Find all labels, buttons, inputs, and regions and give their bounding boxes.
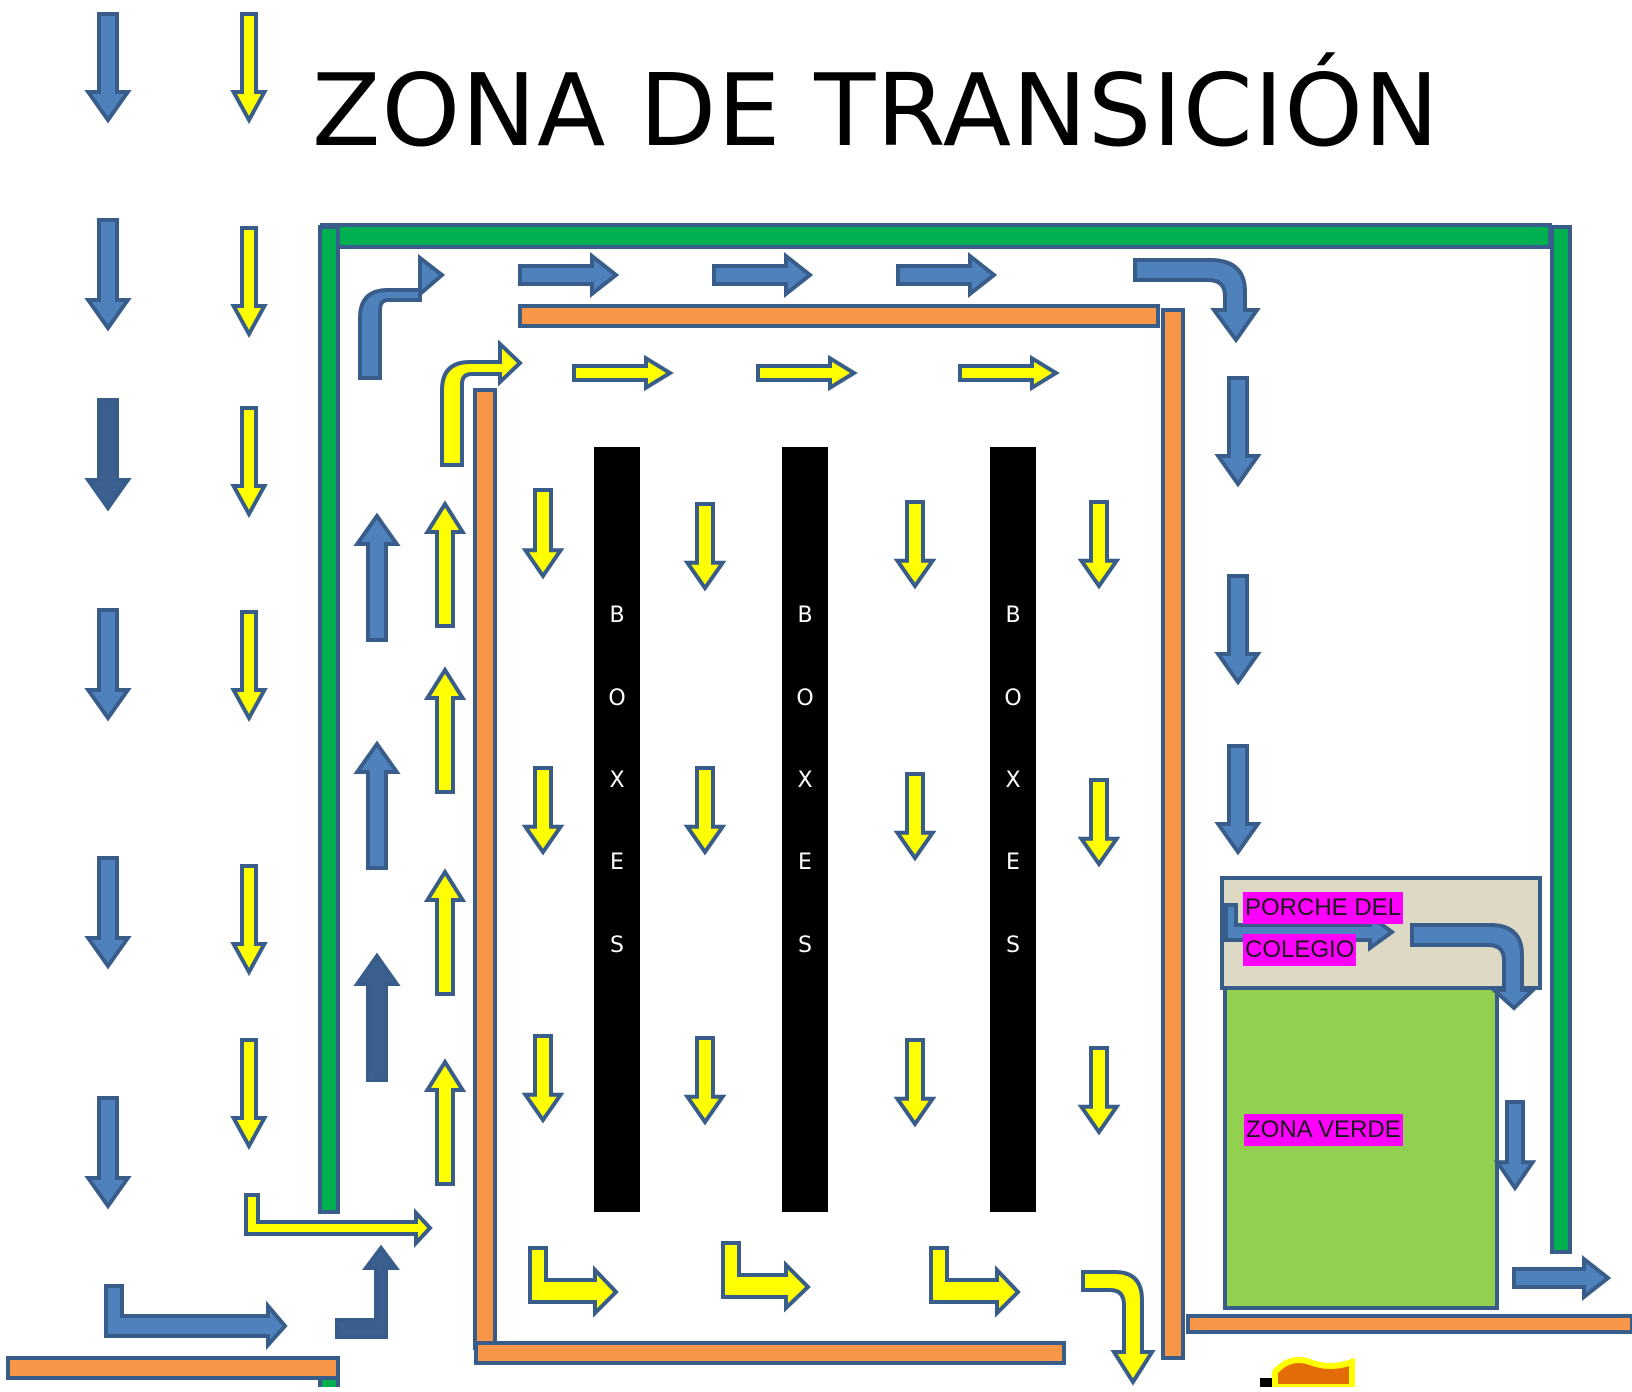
boxes-letter: B [797, 603, 813, 628]
arrow-down-yellow [1077, 500, 1121, 590]
boxes-letter: E [610, 850, 624, 875]
arrow-down-blue [84, 608, 132, 722]
arrow-down-yellow [683, 1036, 727, 1126]
arrow-down-yellow [230, 1038, 268, 1151]
arrow-down-yellow [521, 1034, 565, 1124]
turn-arrow-blue-right-up [335, 1244, 400, 1339]
arrow-up-blue [353, 512, 401, 642]
arrow-up-yellow [423, 868, 467, 996]
arrow-down-yellow [230, 12, 268, 125]
turn-arrow-yellow-down-right-2 [528, 1246, 619, 1318]
arrow-right-blue [1512, 1254, 1612, 1302]
bottom-black-mark [1260, 1378, 1276, 1387]
turn-arrow-blue-right-down [1133, 258, 1261, 344]
green-zone-area [1223, 986, 1499, 1310]
arrow-up-blue [353, 952, 401, 1082]
boxes-column-3 [990, 447, 1036, 1212]
arrow-down-blue [1493, 1100, 1537, 1192]
arrow-down-blue [84, 218, 132, 332]
turn-arrow-blue-down-right [104, 1284, 288, 1351]
orange-wall-bottom-left [6, 1356, 340, 1380]
green-wall-left [318, 225, 340, 1214]
turn-arrow-yellow-down-right-3 [721, 1241, 811, 1313]
orange-wall-inner-top [518, 304, 1160, 328]
arrow-down-yellow [521, 766, 565, 856]
page-title: ZONA DE TRANSICIÓN [312, 52, 1440, 169]
arrow-up-blue [353, 740, 401, 870]
boxes-letter: S [1006, 933, 1020, 958]
arrow-down-yellow [230, 864, 268, 977]
boxes-letter: S [610, 933, 624, 958]
green-wall-right [1550, 225, 1572, 1254]
arrow-down-yellow [230, 406, 268, 519]
arrow-down-yellow [1077, 1046, 1121, 1136]
porche-label-line2: COLEGIO [1243, 934, 1357, 966]
boxes-letter: B [609, 603, 625, 628]
turn-arrow-yellow-up-right [440, 339, 523, 467]
green-wall-top [320, 223, 1552, 249]
arrow-down-yellow [683, 502, 727, 592]
arrow-right-yellow [958, 354, 1060, 392]
boxes-letter: B [1005, 603, 1021, 628]
porche-label-line1: PORCHE DEL [1243, 892, 1404, 924]
orange-wall-inner-left [473, 388, 497, 1350]
arrow-right-blue [518, 251, 620, 299]
arrow-up-yellow [423, 500, 467, 628]
arrow-down-blue [1214, 744, 1262, 856]
boxes-letter: O [1004, 686, 1022, 711]
porche-turn-arrow-right-down [1410, 923, 1539, 1011]
boxes-letter: E [1006, 850, 1020, 875]
turn-arrow-yellow-down-right-4 [929, 1246, 1021, 1318]
arrow-down-yellow [893, 500, 937, 590]
arrow-down-yellow [893, 772, 937, 862]
boxes-column-2 [782, 447, 828, 1212]
boxes-letter: X [797, 768, 813, 793]
turn-arrow-blue-up-right [358, 253, 446, 380]
orange-wall-inner-right [1161, 308, 1185, 1360]
arrow-down-yellow [1077, 778, 1121, 868]
arrow-down-yellow [230, 226, 268, 339]
walls [6, 223, 1632, 1392]
orange-wall-bottom-right [1186, 1314, 1632, 1334]
boxes-letter: E [798, 850, 812, 875]
arrow-down-yellow [683, 766, 727, 856]
arrow-down-blue [1214, 376, 1262, 488]
arrow-right-yellow [572, 354, 674, 392]
boxes-letter: X [1005, 768, 1021, 793]
arrow-right-blue [896, 251, 998, 299]
arrow-right-yellow [756, 354, 858, 392]
boxes-letter: O [796, 686, 814, 711]
arrow-up-yellow [423, 1058, 467, 1186]
orange-wall-inner-bottom [474, 1341, 1066, 1365]
arrow-down-yellow [521, 488, 565, 580]
arrow-down-blue [1214, 574, 1262, 686]
bottom-orange-shape [1272, 1357, 1355, 1390]
turn-arrow-yellow-right-down [1081, 1270, 1156, 1386]
boxes-letter: O [608, 686, 626, 711]
arrow-down-blue [84, 12, 132, 124]
turn-arrow-yellow-down-right-1 [244, 1193, 433, 1249]
boxes-letter: X [609, 768, 625, 793]
arrow-right-blue [712, 251, 814, 299]
boxes-column-1 [594, 447, 640, 1212]
flow-arrows [84, 12, 1612, 1302]
green-zone-label: ZONA VERDE [1244, 1114, 1403, 1146]
bent-arrows [104, 253, 1539, 1386]
arrow-up-yellow [423, 666, 467, 794]
arrow-down-yellow [230, 610, 268, 723]
arrow-down-blue [84, 1096, 132, 1210]
arrow-down-yellow [893, 1038, 937, 1128]
arrow-down-blue [84, 856, 132, 970]
arrow-down-blue [84, 398, 132, 512]
boxes-letter: S [798, 933, 812, 958]
